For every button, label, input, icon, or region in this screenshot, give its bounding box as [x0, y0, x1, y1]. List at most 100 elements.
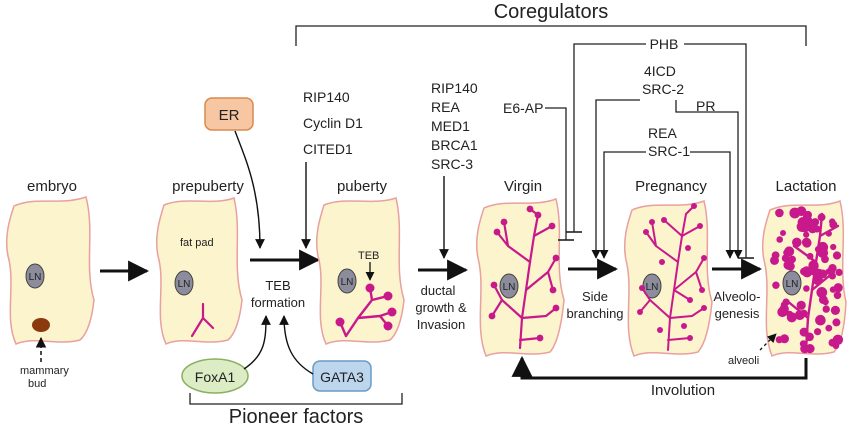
ductal-line1: ductal	[421, 283, 456, 298]
pioneer-factors-title: Pioneer factors	[229, 406, 364, 428]
alveolus	[814, 328, 822, 336]
ductal-coreg-2: REA	[431, 99, 460, 115]
arrow-er-to-teb	[234, 130, 265, 249]
alveolus	[801, 237, 812, 247]
alveolus	[833, 291, 842, 300]
alveolus	[770, 255, 779, 265]
fat-pad-label: fat pad	[180, 237, 214, 249]
pregnancy-lymph-node: LN	[646, 282, 659, 293]
alveolus	[828, 338, 837, 347]
alveologenesis-line2: genesis	[715, 306, 760, 321]
alveolus	[804, 210, 812, 219]
alveoli-pointer	[759, 333, 777, 351]
alveolus	[796, 300, 806, 310]
alveolus	[816, 287, 828, 298]
stage-lactation: Lactation	[776, 178, 837, 195]
prepuberty-lymph-node: LN	[178, 279, 191, 290]
ductal-coreg-3: MED1	[431, 118, 470, 134]
alveolus	[780, 230, 786, 236]
alveolus	[781, 254, 790, 263]
er-box: ER	[204, 97, 254, 131]
foxa1-label: FoxA1	[195, 369, 236, 385]
embryo-fat-pad: LN	[5, 196, 95, 345]
alveolus	[785, 261, 792, 268]
gata3-label: GATA3	[320, 369, 364, 385]
foxa1-box: FoxA1	[181, 358, 249, 394]
pioneer-factors-bracket: Pioneer factors	[189, 393, 403, 428]
alveolus	[775, 208, 784, 218]
stage-puberty: puberty	[337, 178, 388, 195]
ductal-coreg-1: RIP140	[431, 80, 478, 96]
alveolus	[792, 237, 802, 248]
teb-formation-line1: TEB	[265, 278, 290, 293]
src2-arrow-left	[591, 99, 640, 259]
e6ap-line	[545, 107, 567, 240]
e6ap-label: E6-AP	[503, 100, 543, 116]
alveolus	[825, 230, 832, 237]
prepuberty-fat-pad: fat pad LN	[155, 197, 243, 345]
alveolus	[815, 314, 826, 326]
side-branching-line1: Side	[582, 289, 608, 304]
ductal-line3: Invasion	[417, 317, 465, 332]
alveolus	[835, 268, 843, 276]
alveolus	[830, 243, 837, 251]
src1-arrow-right	[690, 151, 735, 259]
alveolus	[780, 334, 789, 344]
alveolus	[777, 306, 788, 318]
alveolus	[794, 310, 805, 321]
ductal-line2: growth &	[415, 300, 467, 315]
stage-virgin: Virgin	[504, 178, 542, 195]
ductal-coreg-5: SRC-3	[431, 156, 473, 172]
alveolus	[830, 305, 841, 315]
puberty-coreg-2: Cyclin D1	[303, 115, 363, 131]
mammary-bud-shape	[32, 318, 50, 332]
phb-line-right	[684, 43, 747, 258]
src1-label: SRC-1	[648, 143, 690, 159]
alveolus	[817, 213, 826, 222]
alveolus	[776, 236, 783, 243]
phb-label: PHB	[650, 36, 679, 52]
alveoli-label: alveoli	[728, 355, 759, 367]
alveolus	[796, 221, 807, 232]
side-branching-line2: branching	[566, 306, 623, 321]
lactation-fat-pad: LN	[761, 199, 847, 358]
teb-formation-line2: formation	[251, 295, 305, 310]
alveolus	[832, 251, 842, 260]
coregulators-title: Coregulators	[494, 1, 609, 23]
stage-prepuberty: prepuberty	[172, 178, 244, 195]
er-label: ER	[219, 107, 240, 124]
puberty-coreg-1: RIP140	[303, 89, 350, 105]
alveolus	[782, 298, 790, 306]
alveolus	[829, 220, 838, 229]
mammary-bud-label-line2: bud	[28, 378, 46, 390]
src2-label: SRC-2	[642, 81, 684, 97]
puberty-fat-pad: TEB LN	[315, 197, 405, 345]
stage-pregnancy: Pregnancy	[635, 178, 707, 195]
src2-arrow-right	[675, 100, 743, 259]
gata3-box: GATA3	[312, 360, 372, 392]
involution-label: Involution	[651, 382, 715, 399]
arrow-gata3-to-teb	[279, 315, 314, 375]
icd4-label: 4ICD	[644, 63, 676, 79]
alveolus	[783, 249, 790, 256]
virgin-lymph-node: LN	[503, 282, 516, 293]
lactation-alveoli	[770, 206, 844, 354]
alveolus	[832, 318, 841, 327]
alveolus	[786, 312, 797, 323]
involution-arrow	[511, 355, 808, 380]
mammary-bud-label-line1: mammary	[20, 365, 69, 377]
alveolus	[805, 332, 814, 342]
alveolus	[806, 252, 814, 260]
alveolus	[822, 305, 830, 313]
pr-label: PR	[696, 98, 715, 114]
alveolus	[788, 255, 796, 264]
embryo-lymph-node: LN	[29, 272, 42, 283]
rea-label: REA	[648, 125, 677, 141]
alveolus	[772, 281, 780, 289]
stage-embryo: embryo	[27, 178, 77, 195]
teb-label: TEB	[358, 250, 379, 262]
alveolus	[807, 223, 818, 234]
alveolus	[800, 344, 810, 354]
alveolus	[792, 210, 799, 218]
